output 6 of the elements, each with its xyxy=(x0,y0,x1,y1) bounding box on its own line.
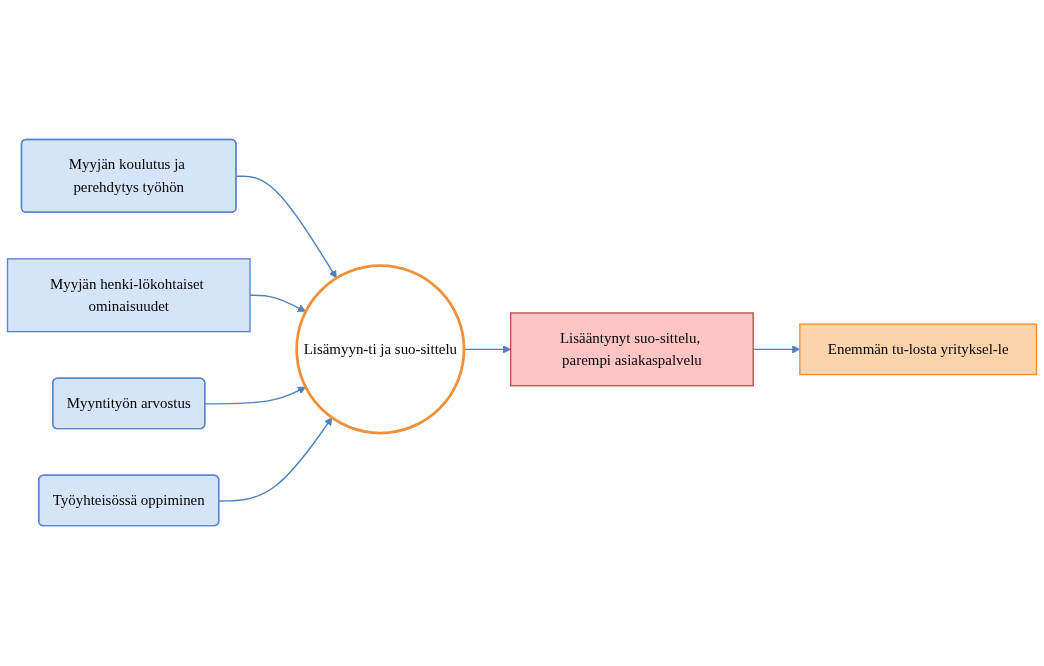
arrow xyxy=(218,417,333,503)
arrow xyxy=(204,387,307,406)
node-box: Enemmän tu-losta yrityksel-le xyxy=(799,323,1038,376)
node-box: Lisääntynyt suo-sittelu, parempi asiakaspalvelu xyxy=(509,312,754,387)
node-box: Myyjän henki-lökohtaiset ominaisuudet xyxy=(6,258,251,333)
node-circle: Lisämyyn-ti ja suo-sittelu xyxy=(295,264,466,435)
